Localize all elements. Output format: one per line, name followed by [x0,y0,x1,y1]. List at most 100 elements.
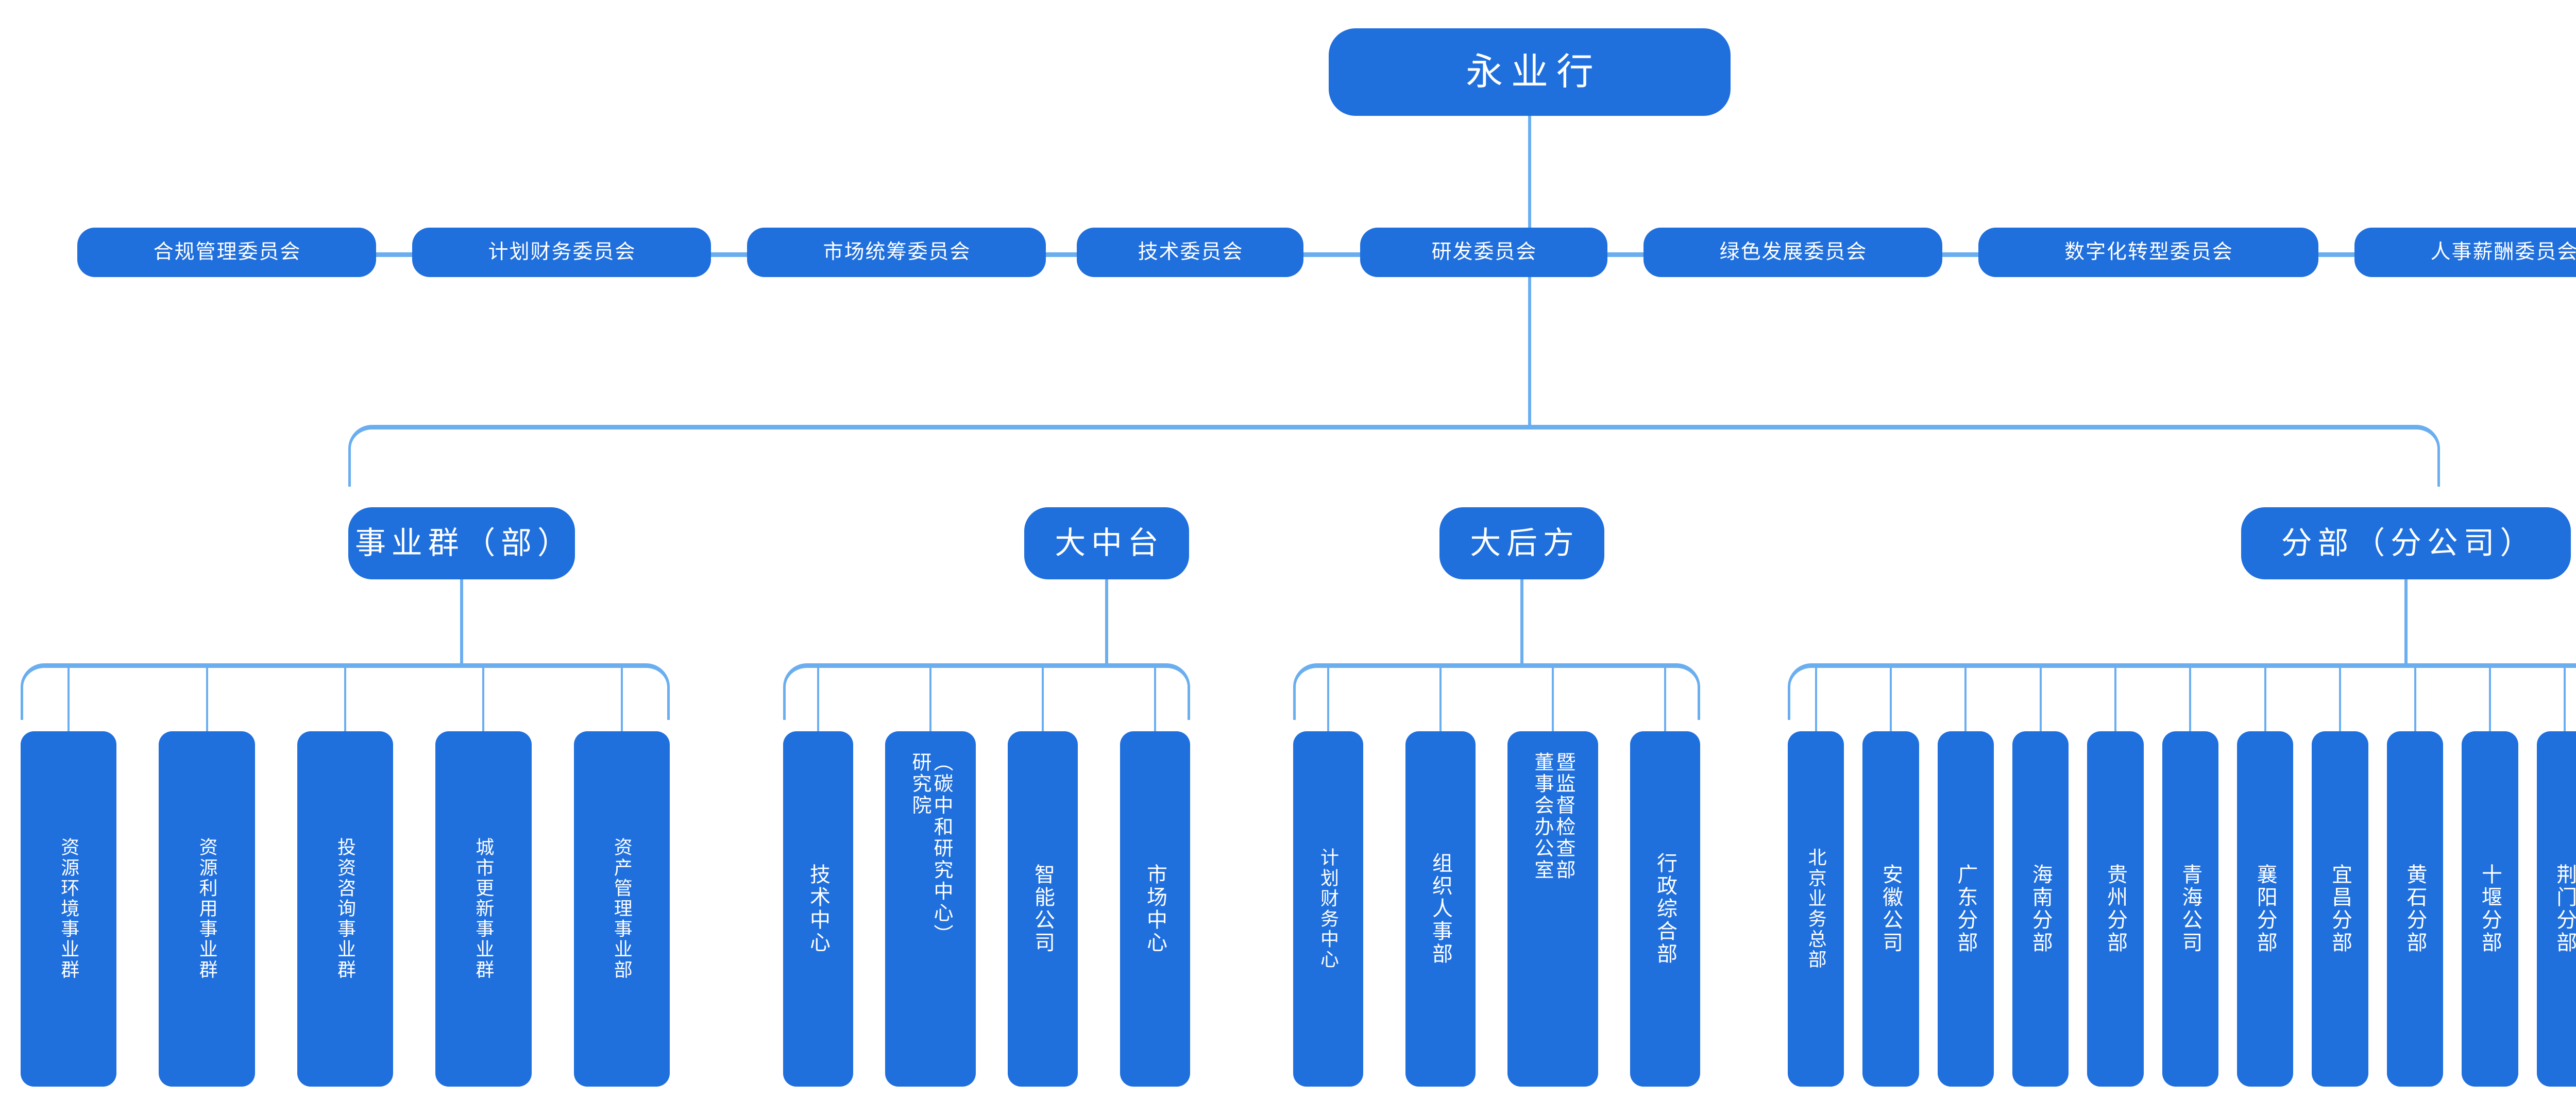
committee-node-label: 人事薪酬委员会 [2430,240,2576,263]
leaf-node-1-1[interactable]: 资源环境事业群 [21,731,117,1087]
leaf-node-2-1[interactable]: 技术中心 [783,731,853,1087]
connector-leaf-bus-3 [1293,663,1700,720]
division-node-4[interactable]: 分部（分公司） [2241,507,2571,579]
connector-leaf-drop-4-7 [2264,665,2266,749]
leaf-node-label: 资源环境事业群 [58,837,80,981]
leaf-node-label: 资源利用事业群 [196,837,218,981]
connector-leaf-drop-1-4 [482,665,485,749]
leaf-node-label: 海南分部 [2029,864,2052,954]
leaf-node-label-col-right: （碳中和研究中心） [930,752,952,946]
leaf-node-4-6[interactable]: 青海公司 [2162,731,2219,1087]
committee-node-5[interactable]: 研发委员会 [1360,228,1607,277]
leaf-node-label: 投资咨询事业群 [335,837,356,981]
connector-leaf-drop-4-5 [2114,665,2117,749]
leaf-node-label: 广东分部 [1954,864,1977,954]
leaf-node-label: 组织人事部 [1429,852,1452,966]
connector-leaf-drop-2-4 [1154,665,1156,749]
connector-division-stem-1 [460,579,463,663]
leaf-node-4-4[interactable]: 海南分部 [2012,731,2069,1087]
committee-node-1[interactable]: 合规管理委员会 [77,228,376,277]
leaf-node-label: 青海公司 [2179,864,2202,954]
leaf-node-4-9[interactable]: 黄石分部 [2386,731,2444,1087]
leaf-node-4-3[interactable]: 广东分部 [1937,731,1994,1087]
leaf-node-4-10[interactable]: 十堰分部 [2462,731,2518,1087]
connector-leaf-bus-4 [1788,663,2576,720]
committee-node-label: 计划财务委员会 [488,240,636,263]
division-node-1[interactable]: 事业群（部） [348,507,575,579]
connector-leaf-bus-2 [783,663,1190,720]
leaf-node-1-4[interactable]: 城市更新事业群 [435,731,532,1087]
leaf-node-label-col-left: 董事会办公室 [1531,752,1553,881]
connector-leaf-drop-2-3 [1042,665,1044,749]
committee-node-6[interactable]: 绿色发展委员会 [1643,228,1942,277]
leaf-node-label: 行政综合部 [1654,852,1676,966]
division-node-2[interactable]: 大中台 [1024,507,1189,579]
division-node-label: 大后方 [1470,525,1580,560]
division-node-label: 事业群（部） [354,525,574,560]
connector-division-stem-4 [2404,579,2408,663]
division-node-label: 大中台 [1055,525,1164,560]
leaf-node-3-3[interactable]: 暨监督检查部董事会办公室 [1507,731,1598,1087]
connector-leaf-drop-4-1 [1815,665,1817,749]
leaf-node-label: 技术中心 [807,864,829,954]
leaf-node-label: 计划财务中心 [1318,848,1339,970]
leaf-node-label: 智能公司 [1031,864,1054,954]
connector-leaf-drop-2-2 [929,665,931,749]
division-node-label: 分部（分公司） [2281,525,2537,560]
committee-node-label: 合规管理委员会 [153,240,301,263]
leaf-node-4-1[interactable]: 北京业务总部 [1788,731,1844,1087]
connector-leaf-drop-3-3 [1552,665,1554,749]
committee-node-label: 技术委员会 [1138,240,1244,263]
connector-committee-bar [93,252,2576,257]
leaf-node-label: 襄阳分部 [2253,864,2277,954]
connector-leaf-drop-2-1 [817,665,819,749]
leaf-node-2-3[interactable]: 智能公司 [1008,731,1078,1087]
division-node-3[interactable]: 大后方 [1439,507,1604,579]
leaf-node-label: 市场中心 [1144,864,1166,954]
connector-leaf-drop-4-2 [1890,665,1892,749]
leaf-node-label: 贵州分部 [2104,864,2127,954]
leaf-node-3-1[interactable]: 计划财务中心 [1293,731,1363,1087]
connector-leaf-drop-3-1 [1327,665,1329,749]
connector-leaf-drop-3-2 [1439,665,1442,749]
connector-root-stem-lower [1528,257,1531,427]
committee-node-7[interactable]: 数字化转型委员会 [1978,228,2318,277]
connector-leaf-drop-1-5 [620,665,623,749]
connector-root-stem-upper [1528,116,1531,255]
committee-node-2[interactable]: 计划财务委员会 [412,228,711,277]
connector-leaf-drop-4-6 [2189,665,2192,749]
committee-node-8[interactable]: 人事薪酬委员会 [2354,228,2576,277]
leaf-node-4-5[interactable]: 贵州分部 [2087,731,2144,1087]
leaf-node-label: 宜昌分部 [2329,864,2352,954]
leaf-node-label: 北京业务总部 [1805,848,1827,970]
leaf-node-label: 十堰分部 [2478,864,2501,954]
leaf-node-label: 资产管理事业部 [611,837,633,981]
leaf-node-3-4[interactable]: 行政综合部 [1630,731,1700,1087]
leaf-node-4-8[interactable]: 宜昌分部 [2312,731,2368,1087]
leaf-node-1-2[interactable]: 资源利用事业群 [159,731,255,1087]
leaf-node-1-5[interactable]: 资产管理事业部 [573,731,670,1087]
leaf-node-3-2[interactable]: 组织人事部 [1405,731,1476,1087]
leaf-node-label-col-right: 暨监督检查部 [1553,752,1574,881]
connector-leaf-drop-1-3 [344,665,346,749]
connector-division-stem-2 [1105,579,1108,663]
connector-leaf-drop-1-2 [206,665,208,749]
leaf-node-2-4[interactable]: 市场中心 [1120,731,1190,1087]
root-node-label: 永业行 [1466,51,1602,93]
leaf-node-4-2[interactable]: 安徽公司 [1862,731,1919,1087]
leaf-node-1-3[interactable]: 投资咨询事业群 [297,731,394,1087]
committee-node-4[interactable]: 技术委员会 [1077,228,1303,277]
leaf-node-4-11[interactable]: 荆门分部 [2536,731,2576,1087]
committee-node-3[interactable]: 市场统筹委员会 [747,228,1046,277]
committee-node-label: 绿色发展委员会 [1719,240,1868,263]
connector-leaf-drop-4-10 [2488,665,2491,749]
connector-leaf-drop-4-9 [2414,665,2416,749]
committee-node-label: 市场统筹委员会 [823,240,971,263]
root-node-yongyehang[interactable]: 永业行 [1329,28,1731,116]
connector-leaf-drop-4-8 [2339,665,2342,749]
leaf-node-4-7[interactable]: 襄阳分部 [2237,731,2294,1087]
leaf-node-2-2[interactable]: （碳中和研究中心）研究院 [885,731,976,1087]
connector-division-stem-3 [1520,579,1523,663]
committee-node-label: 研发委员会 [1431,240,1537,263]
